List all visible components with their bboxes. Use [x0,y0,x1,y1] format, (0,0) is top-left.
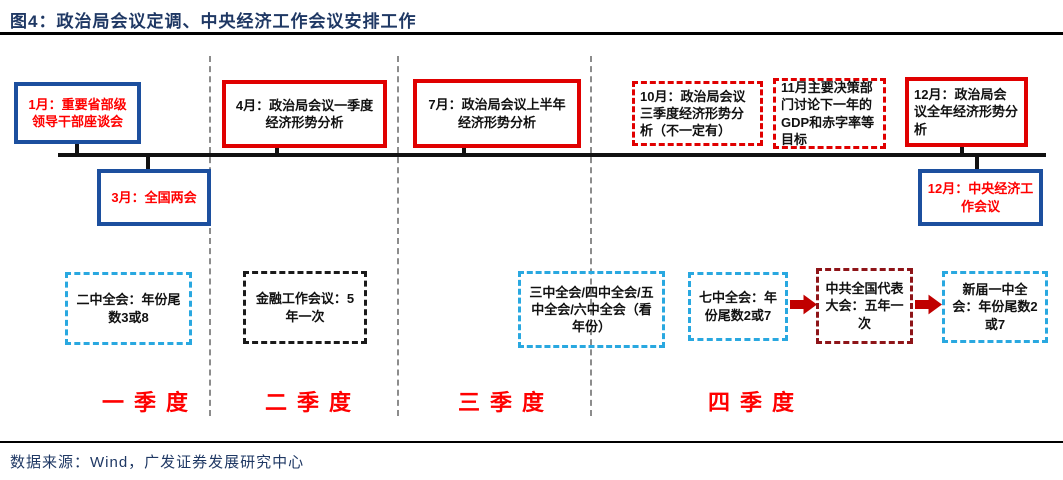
quarter-label-q4: 四季度 [707,390,805,415]
footer-divider-line [0,441,1063,443]
arrow-right-icon [915,294,942,315]
plenum-label: 二中全会：年份尾数3或8 [76,292,181,325]
plenum-label: 中共全国代表大会：五年一次 [825,281,904,331]
event-box-dec-cewc: 12月：中央经济工作会议 [918,169,1043,226]
plenum-box-national-congress: 中共全国代表大会：五年一次 [816,268,913,344]
event-box-mar-two-sessions: 3月：全国两会 [97,169,211,226]
quarter-divider-q1-q2 [209,56,211,416]
timeline-tick-mar [146,156,150,170]
plenum-box-seventh-plenum: 七中全会：年份尾数2或7 [688,272,788,341]
event-label: 1月：重要省部级领导干部座谈会 [28,96,127,129]
quarter-divider-q3-q4 [590,56,592,416]
timeline-tick-cewc [975,156,979,170]
title-divider-line [0,32,1063,35]
plenum-label: 七中全会：年份尾数2或7 [698,290,777,323]
plenum-label: 新届一中全会：年份尾数2或7 [952,282,1038,332]
event-label: 12月：政治局会议全年经济形势分析 [914,87,1019,137]
arrow-right-icon [790,294,817,315]
event-box-jan-meeting: 1月：重要省部级领导干部座谈会 [14,82,141,144]
event-box-apr-politburo: 4月：政治局会议一季度经济形势分析 [222,80,387,148]
quarter-divider-q2-q3 [397,56,399,416]
timeline-tick-jul [462,144,466,154]
event-label: 12月：中央经济工作会议 [927,181,1034,214]
event-label: 11月主要决策部门讨论下一年的GDP和赤字率等目标 [781,80,875,147]
timeline-tick-apr [275,144,279,154]
event-box-oct-politburo: 10月：政治局会议三季度经济形势分析（不一定有） [632,81,763,146]
quarter-label-q2: 二季度 [264,390,362,415]
data-source-text: 数据来源：Wind，广发证券发展研究中心 [10,454,305,471]
plenum-label: 三中全会/四中全会/五中全会/六中全会（看年份） [529,284,654,335]
plenum-box-second-plenum: 二中全会：年份尾数3或8 [65,272,192,345]
event-label: 7月：政治局会议上半年经济形势分析 [428,97,566,130]
event-label: 4月：政治局会议一季度经济形势分析 [235,97,374,130]
quarter-label-q3: 三季度 [457,390,555,415]
event-box-jul-politburo: 7月：政治局会议上半年经济形势分析 [413,79,581,148]
event-box-nov-targets: 11月主要决策部门讨论下一年的GDP和赤字率等目标 [773,78,886,149]
timeline-tick-jan [75,143,79,154]
timeline-axis [58,153,1046,157]
plenum-label: 金融工作会议：5年一次 [255,291,355,324]
plenum-box-new-first-plenum: 新届一中全会：年份尾数2或7 [942,271,1048,343]
timeline-tick-dec [960,143,964,154]
event-label: 3月：全国两会 [111,189,197,205]
quarter-label-q1: 一季度 [101,390,199,415]
plenum-box-mid-plenums: 三中全会/四中全会/五中全会/六中全会（看年份） [518,271,665,348]
event-box-dec-politburo: 12月：政治局会议全年经济形势分析 [905,77,1028,147]
figure-title: 图4：政治局会议定调、中央经济工作会议安排工作 [10,12,417,31]
event-label: 10月：政治局会议三季度经济形势分析（不一定有） [640,88,746,139]
plenum-box-financial-work: 金融工作会议：5年一次 [243,271,367,344]
